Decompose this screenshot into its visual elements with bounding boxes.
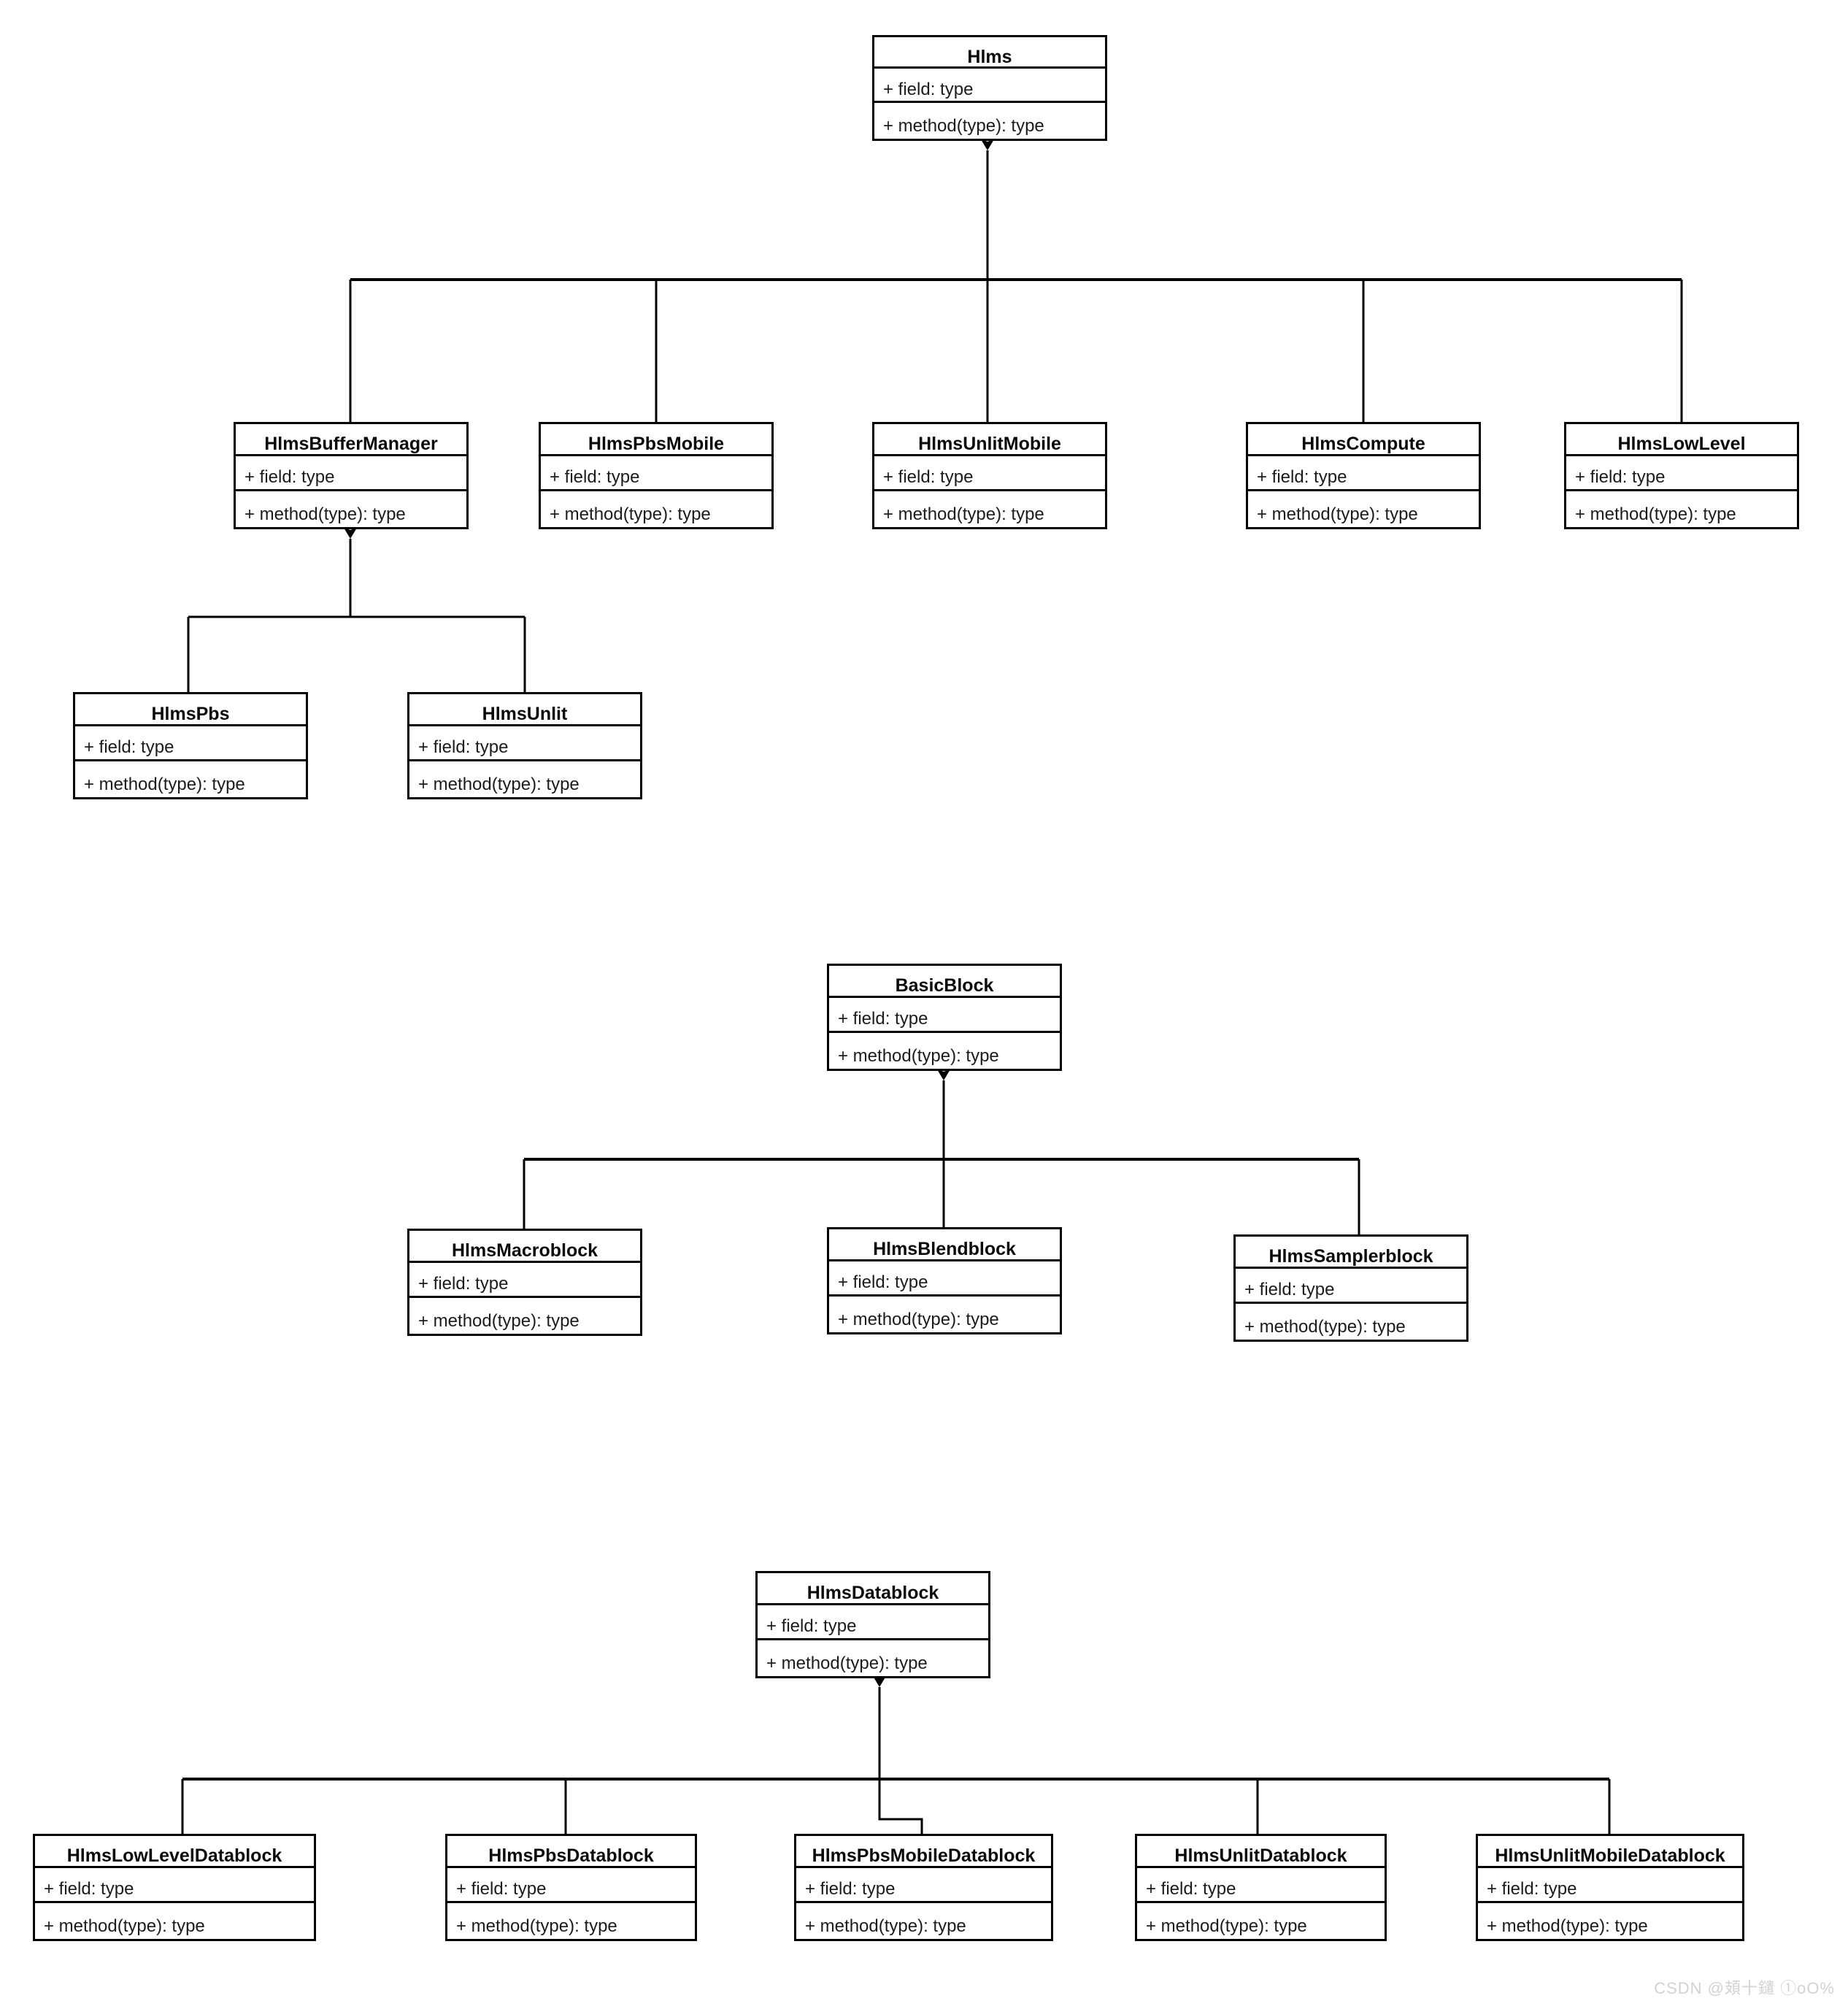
class-field: + field: type	[796, 1868, 1051, 1903]
class-title: HlmsUnlitMobileDatablock	[1478, 1836, 1742, 1868]
class-field: + field: type	[1248, 456, 1479, 491]
watermark-text: CSDN @頍十鑓 ①oO%	[1654, 1979, 1835, 1997]
class-method: + method(type): type	[1244, 1316, 1406, 1337]
class-title: HlmsLowLevelDatablock	[35, 1836, 314, 1868]
class-box-hlms-datablock[interactable]: HlmsDatablock + field: type + method(typ…	[755, 1571, 990, 1678]
class-method: + method(type): type	[1575, 504, 1736, 524]
class-method: + method(type): type	[84, 774, 245, 794]
class-method: + method(type): type	[883, 504, 1044, 524]
class-box-hlms-unlit-mobile-datablock[interactable]: HlmsUnlitMobileDatablock + field: type +…	[1476, 1834, 1744, 1941]
class-field: + field: type	[447, 1868, 695, 1903]
class-field: + field: type	[874, 456, 1105, 491]
class-method: + method(type): type	[766, 1653, 928, 1673]
class-method: + method(type): type	[418, 774, 580, 794]
class-title: HlmsCompute	[1248, 424, 1479, 456]
class-field: + field: type	[409, 726, 640, 761]
class-method: + method(type): type	[1257, 504, 1418, 524]
class-box-hlms-unlit-mobile[interactable]: HlmsUnlitMobile + field: type + method(t…	[872, 422, 1107, 529]
class-box-hlms-macroblock[interactable]: HlmsMacroblock + field: type + method(ty…	[407, 1229, 642, 1336]
class-field: + field: type	[236, 456, 466, 491]
class-box-hlms-samplerblock[interactable]: HlmsSamplerblock + field: type + method(…	[1233, 1234, 1468, 1342]
class-box-hlms-low-level[interactable]: HlmsLowLevel + field: type + method(type…	[1564, 422, 1799, 529]
class-method: + method(type): type	[883, 116, 1044, 137]
class-method: + method(type): type	[838, 1045, 999, 1066]
class-method: + method(type): type	[550, 504, 711, 524]
class-box-hlms-compute[interactable]: HlmsCompute + field: type + method(type)…	[1246, 422, 1481, 529]
class-field: + field: type	[1478, 1868, 1742, 1903]
class-field: + field: type	[1137, 1868, 1385, 1903]
connector-datablock-tree	[181, 1676, 1611, 1834]
connector-hlms-tree	[349, 139, 1683, 422]
class-method: + method(type): type	[838, 1309, 999, 1329]
class-field: + field: type	[35, 1868, 314, 1903]
class-title: HlmsDatablock	[758, 1573, 988, 1605]
class-title: HlmsPbs	[75, 694, 306, 726]
class-field: + field: type	[829, 1261, 1060, 1297]
class-title: BasicBlock	[829, 966, 1060, 998]
connector-buffer-manager-tree	[187, 528, 526, 692]
class-field: + field: type	[541, 456, 771, 491]
class-title: HlmsSamplerblock	[1236, 1237, 1466, 1269]
class-field: + field: type	[1566, 456, 1797, 491]
class-title: HlmsUnlitMobile	[874, 424, 1105, 456]
class-box-hlms-pbs-datablock[interactable]: HlmsPbsDatablock + field: type + method(…	[445, 1834, 697, 1941]
class-title: Hlms	[874, 37, 1105, 69]
class-box-hlms-pbs[interactable]: HlmsPbs + field: type + method(type): ty…	[73, 692, 308, 799]
class-box-hlms-blendblock[interactable]: HlmsBlendblock + field: type + method(ty…	[827, 1227, 1062, 1334]
class-title: HlmsUnlitDatablock	[1137, 1836, 1385, 1868]
class-title: HlmsLowLevel	[1566, 424, 1797, 456]
class-field: + field: type	[409, 1263, 640, 1298]
class-title: HlmsBufferManager	[236, 424, 466, 456]
class-title: HlmsPbsMobile	[541, 424, 771, 456]
class-method: + method(type): type	[1487, 1916, 1648, 1936]
class-method: + method(type): type	[44, 1916, 205, 1936]
class-field: + field: type	[758, 1605, 988, 1640]
class-method: + method(type): type	[456, 1916, 617, 1936]
class-method: + method(type): type	[245, 504, 406, 524]
connector-drop-hlms-pbs-mobile-datablock	[878, 1779, 923, 1834]
class-field: + field: type	[829, 998, 1060, 1033]
class-field: + field: type	[874, 69, 1105, 104]
class-title: HlmsMacroblock	[409, 1231, 640, 1263]
class-box-basic-block[interactable]: BasicBlock + field: type + method(type):…	[827, 964, 1062, 1071]
class-field: + field: type	[1236, 1269, 1466, 1304]
class-box-hlms-low-level-datablock[interactable]: HlmsLowLevelDatablock + field: type + me…	[33, 1834, 316, 1941]
class-title: HlmsUnlit	[409, 694, 640, 726]
class-method: + method(type): type	[805, 1916, 966, 1936]
class-method: + method(type): type	[1146, 1916, 1307, 1936]
class-title: HlmsPbsMobileDatablock	[796, 1836, 1051, 1868]
class-box-hlms-unlit-datablock[interactable]: HlmsUnlitDatablock + field: type + metho…	[1135, 1834, 1387, 1941]
class-method: + method(type): type	[418, 1310, 580, 1331]
class-box-hlms-unlit[interactable]: HlmsUnlit + field: type + method(type): …	[407, 692, 642, 799]
class-box-hlms-pbs-mobile-datablock[interactable]: HlmsPbsMobileDatablock + field: type + m…	[794, 1834, 1053, 1941]
class-title: HlmsBlendblock	[829, 1229, 1060, 1261]
connector-basicblock-tree	[523, 1069, 1360, 1234]
class-title: HlmsPbsDatablock	[447, 1836, 695, 1868]
class-box-hlms-pbs-mobile[interactable]: HlmsPbsMobile + field: type + method(typ…	[539, 422, 774, 529]
class-box-hlms[interactable]: Hlms + field: type + method(type): type	[872, 35, 1107, 141]
class-box-hlms-buffer-manager[interactable]: HlmsBufferManager + field: type + method…	[234, 422, 469, 529]
class-field: + field: type	[75, 726, 306, 761]
